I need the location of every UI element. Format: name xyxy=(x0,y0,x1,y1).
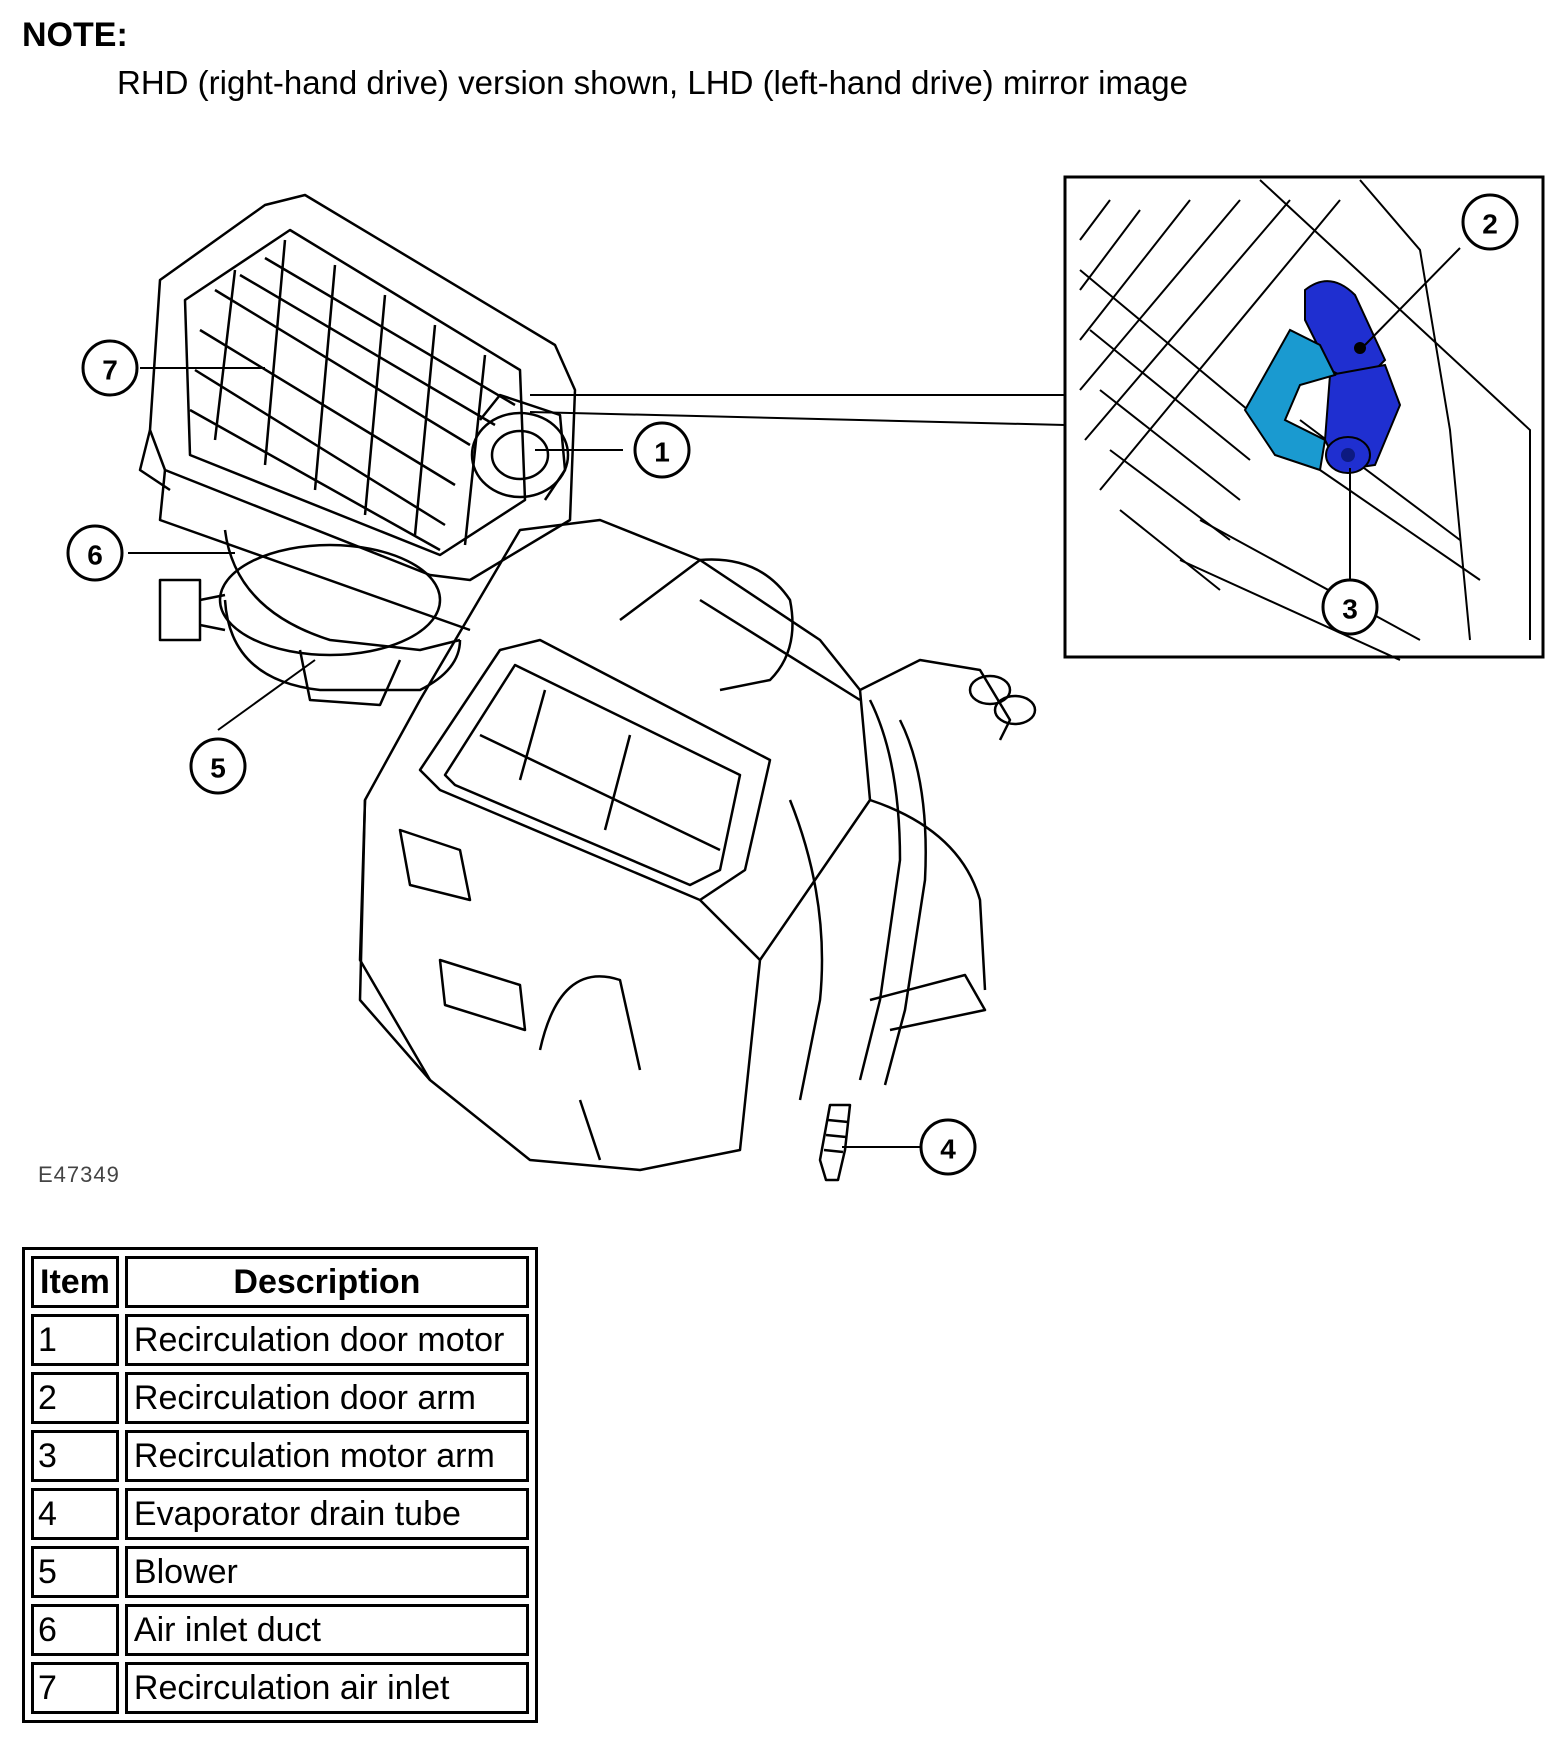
legend-item-description: Evaporator drain tube xyxy=(124,1488,529,1540)
svg-text:3: 3 xyxy=(1342,594,1358,625)
callout-4: 4 xyxy=(919,1118,977,1176)
note-text: RHD (right-hand drive) version shown, LH… xyxy=(117,64,1189,101)
legend-item-description: Air inlet duct xyxy=(124,1604,529,1656)
svg-text:5: 5 xyxy=(210,753,226,784)
note-heading: NOTE: xyxy=(22,16,128,54)
callout-6: 6 xyxy=(66,524,124,582)
legend-row: 7 Recirculation air inlet xyxy=(31,1662,529,1714)
legend-row: 3 Recirculation motor arm xyxy=(31,1430,529,1482)
pipes-and-drain-tube xyxy=(788,658,1037,1182)
callout-1: 1 xyxy=(633,421,691,479)
legend-item-description: Recirculation door arm xyxy=(124,1372,529,1424)
parts-legend-table: Item Description 1 Recirculation door mo… xyxy=(22,1247,538,1723)
legend-item-number: 7 xyxy=(31,1662,119,1714)
callout-3: 3 xyxy=(1321,578,1379,636)
heater-evaporator-case xyxy=(358,518,872,1172)
svg-text:7: 7 xyxy=(102,355,118,386)
legend-item-number: 4 xyxy=(31,1488,119,1540)
legend-header-item: Item xyxy=(31,1256,119,1308)
legend-item-number: 5 xyxy=(31,1546,119,1598)
legend-item-number: 6 xyxy=(31,1604,119,1656)
detail-inset xyxy=(1063,175,1545,661)
callout-7: 7 xyxy=(81,339,139,397)
legend-row: 4 Evaporator drain tube xyxy=(31,1488,529,1540)
legend-header-description: Description xyxy=(124,1256,529,1308)
legend-item-description: Recirculation motor arm xyxy=(124,1430,529,1482)
legend-item-number: 2 xyxy=(31,1372,119,1424)
blower-and-inlet-duct xyxy=(158,529,462,707)
legend-row: 1 Recirculation door motor xyxy=(31,1314,529,1366)
svg-text:4: 4 xyxy=(940,1134,956,1165)
svg-text:6: 6 xyxy=(87,540,103,571)
recirculation-air-inlet-housing xyxy=(138,193,577,632)
legend-item-description: Recirculation air inlet xyxy=(124,1662,529,1714)
callout-2: 2 xyxy=(1461,193,1519,251)
legend-item-number: 3 xyxy=(31,1430,119,1482)
legend-header-row: Item Description xyxy=(31,1256,529,1308)
inset-leader-lines xyxy=(1349,247,1461,580)
recirculation-door-motor xyxy=(470,393,570,501)
svg-text:2: 2 xyxy=(1482,209,1498,240)
callout-5: 5 xyxy=(189,737,247,795)
legend-item-number: 1 xyxy=(31,1314,119,1366)
legend-item-description: Recirculation door motor xyxy=(124,1314,529,1366)
leader-lines xyxy=(128,367,1066,1148)
legend-row: 6 Air inlet duct xyxy=(31,1604,529,1656)
legend-row: 2 Recirculation door arm xyxy=(31,1372,529,1424)
figure-code: E47349 xyxy=(38,1162,120,1187)
legend-row: 5 Blower xyxy=(31,1546,529,1598)
svg-text:1: 1 xyxy=(654,437,670,468)
recirculation-motor-arm-highlight xyxy=(1243,328,1337,472)
legend-item-description: Blower xyxy=(124,1546,529,1598)
